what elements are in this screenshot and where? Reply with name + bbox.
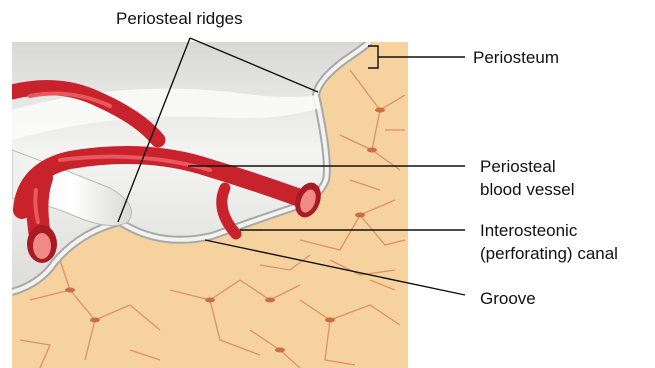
label-periosteal-blood-vessel-2: blood vessel — [480, 179, 575, 200]
label-periosteal-ridges: Periosteal ridges — [116, 8, 243, 29]
label-interosteonic-canal-1: Interosteonic — [480, 220, 577, 241]
vessel-opening-left-lumen — [33, 233, 51, 259]
label-periosteum: Periosteum — [473, 47, 559, 68]
label-interosteonic-canal-2: (perforating) canal — [480, 243, 618, 264]
label-groove: Groove — [480, 288, 536, 309]
label-periosteal-blood-vessel-1: Periosteal — [480, 156, 556, 177]
illustration-panel — [12, 42, 408, 368]
